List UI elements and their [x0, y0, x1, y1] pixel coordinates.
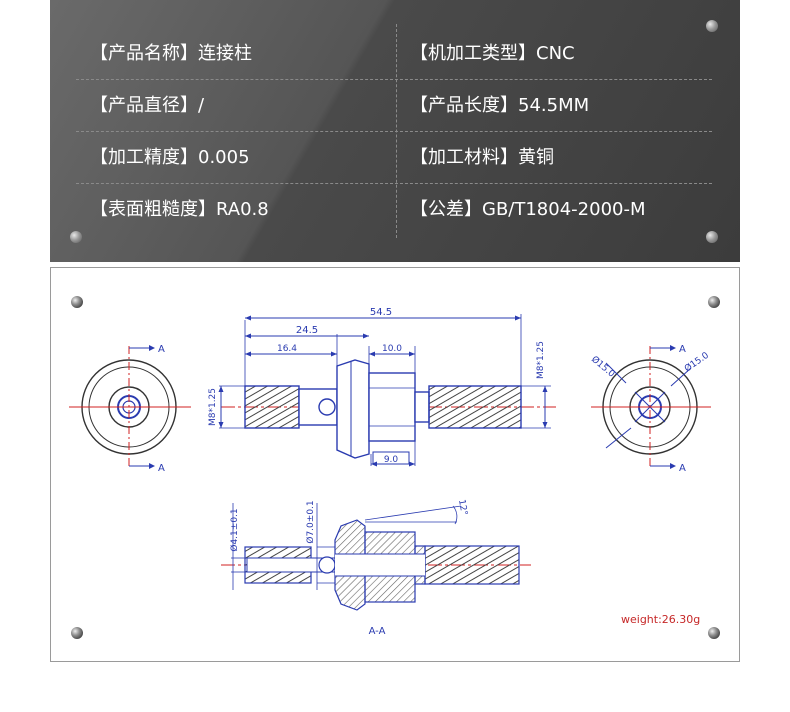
screw-icon — [70, 231, 82, 243]
dim-flange-box — [372, 451, 410, 465]
weight-label: weight:26.30g — [621, 613, 700, 626]
spec-row: 【表面粗糙度】RA0.8 【公差】GB/T1804-2000-M — [76, 184, 712, 236]
row-divider — [76, 183, 712, 184]
thread-label-left: M8*1.25 — [208, 388, 218, 426]
dia-cross-hole-label: Ø7.0±0.1 — [305, 500, 316, 543]
spec-row: 【产品直径】/ 【产品长度】54.5MM — [76, 80, 712, 132]
diameter-label: Ø15.0 — [682, 350, 711, 375]
screw-icon — [706, 231, 718, 243]
spec-right: 【产品长度】54.5MM — [410, 95, 590, 116]
screw-icon — [708, 296, 720, 308]
spec-right: 【机加工类型】CNC — [410, 43, 575, 64]
screw-icon — [71, 296, 83, 308]
dim-hex-length: 24.5 — [296, 325, 318, 336]
technical-drawing: A A A A Ø15.0 Ø15.0 — [50, 267, 740, 662]
row-divider — [76, 131, 712, 132]
row-divider — [76, 79, 712, 80]
screw-icon — [708, 627, 720, 639]
thread-label-right: M8*1.25 — [536, 341, 546, 379]
diameter-label: Ø15.0 — [589, 354, 617, 380]
section-marker: A — [158, 344, 165, 355]
spec-left: 【加工精度】0.005 — [90, 147, 250, 168]
spec-panel: 【产品名称】连接柱 【机加工类型】CNC 【产品直径】/ 【产品长度】54.5M… — [50, 0, 740, 262]
screw-icon — [71, 627, 83, 639]
dim-total-length: 54.5 — [370, 307, 392, 318]
left-end-view — [69, 345, 191, 469]
dia-bore-label: Ø4.1±0.1 — [229, 508, 240, 551]
spec-row: 【加工精度】0.005 【加工材料】黄铜 — [76, 132, 712, 184]
section-marker: A — [679, 463, 686, 474]
spec-right: 【加工材料】黄铜 — [410, 147, 554, 168]
spec-left: 【产品直径】/ — [90, 95, 205, 116]
dim-mid-length: 10.0 — [382, 344, 402, 354]
section-view — [221, 503, 531, 611]
side-view — [218, 314, 556, 467]
section-marker: A — [679, 344, 686, 355]
spec-right: 【公差】GB/T1804-2000-M — [410, 199, 646, 220]
spec-left: 【表面粗糙度】RA0.8 — [90, 199, 269, 220]
section-label: A-A — [369, 626, 386, 637]
spec-left: 【产品名称】连接柱 — [90, 43, 252, 64]
dim-flange-width: 9.0 — [384, 455, 399, 465]
screw-icon — [706, 20, 718, 32]
spec-row: 【产品名称】连接柱 【机加工类型】CNC — [76, 28, 712, 80]
angle-label: 12° — [456, 499, 469, 516]
dim-thread-length: 16.4 — [277, 344, 297, 354]
right-end-view — [591, 345, 711, 469]
section-marker: A — [158, 463, 165, 474]
